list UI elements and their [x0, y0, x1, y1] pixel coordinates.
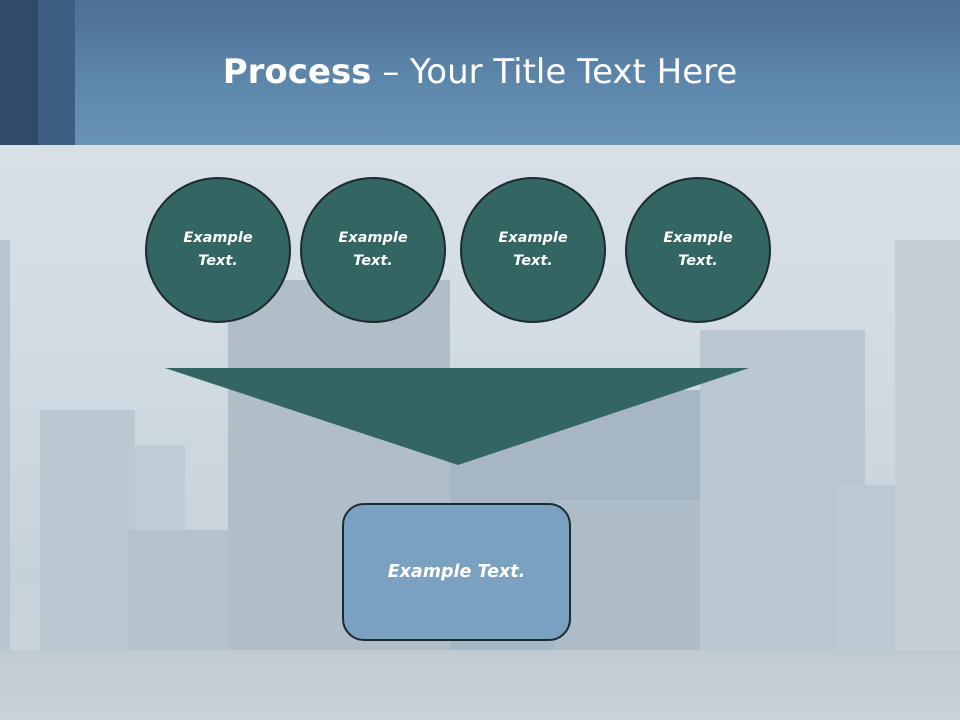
slide-title: Process – Your Title Text Here: [0, 52, 960, 92]
circle-2-line1: Example: [338, 230, 408, 246]
funnel-arrow: [165, 368, 749, 465]
header-band: Process – Your Title Text Here: [0, 0, 960, 145]
circle-4-line2: Text.: [678, 253, 718, 269]
circle-1-line1: Example: [183, 230, 253, 246]
circle-3-line2: Text.: [513, 253, 553, 269]
result-label: Example Text.: [387, 562, 526, 582]
circle-3-line1: Example: [498, 230, 568, 246]
circle-4-line1: Example: [663, 230, 733, 246]
circle-1-line2: Text.: [198, 253, 238, 269]
header-accent-mid: [38, 0, 75, 145]
circle-2-line2: Text.: [353, 253, 393, 269]
title-rest: – Your Title Text Here: [371, 52, 738, 92]
result-box: Example Text.: [342, 503, 571, 641]
header-accent-dark: [0, 0, 38, 145]
title-bold: Process: [222, 52, 372, 92]
